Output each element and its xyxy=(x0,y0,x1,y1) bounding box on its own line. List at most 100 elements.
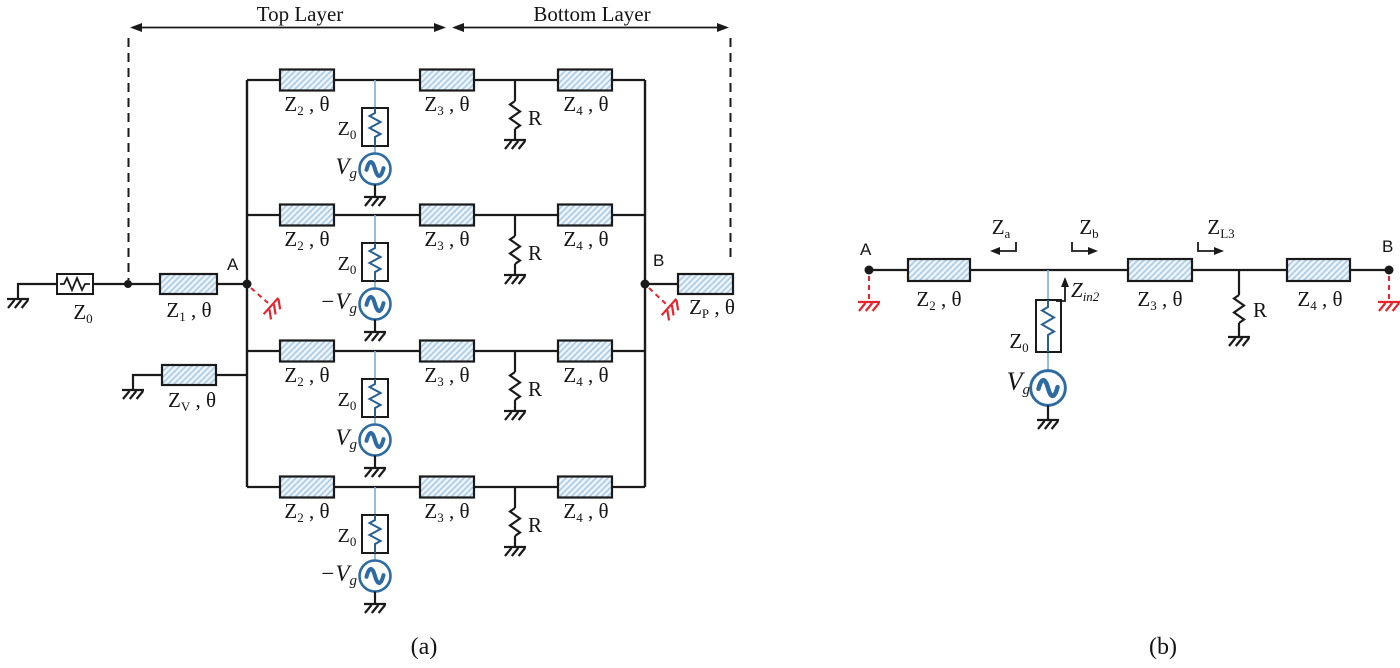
input-feed xyxy=(5,272,247,310)
label-z4: Z4 , θ xyxy=(563,227,609,253)
transmission-line-z3 xyxy=(418,203,476,227)
label-z3: Z3 , θ xyxy=(424,92,470,118)
label-z0: Z0 xyxy=(337,253,357,277)
ground-icon xyxy=(1226,335,1252,348)
ground-icon xyxy=(120,388,146,401)
source-impedance-z0-resistor xyxy=(56,273,94,295)
transmission-line-z4 xyxy=(556,475,614,499)
feed-impedance-z0 xyxy=(361,514,389,554)
label-r: R xyxy=(528,106,543,130)
figure-a xyxy=(5,23,735,615)
node-a-virtual-ground xyxy=(856,276,882,313)
node-b-label: B xyxy=(653,251,665,270)
branch-3 xyxy=(247,339,645,479)
load-resistor-r xyxy=(502,80,528,151)
feed-impedance-z0 xyxy=(361,378,389,418)
virtual-ground-icon xyxy=(856,300,882,313)
label-z0-input: Z0 xyxy=(73,300,93,326)
label-z2: Z2 , θ xyxy=(284,499,330,525)
transmission-line-zv xyxy=(160,363,218,387)
feed-junction-dot xyxy=(124,280,132,288)
label-source: Vg xyxy=(335,425,357,453)
ground-icon xyxy=(502,273,528,286)
impedance-arrow-zb xyxy=(1071,242,1098,255)
impedance-arrow-za xyxy=(990,242,1017,255)
virtual-ground-icon xyxy=(1376,300,1400,313)
transmission-line-z3 xyxy=(418,68,476,92)
figure-b xyxy=(856,242,1400,431)
transmission-line-z2 xyxy=(278,203,336,227)
label-source: −Vg xyxy=(319,289,357,317)
label-z2: Z2 , θ xyxy=(284,92,330,118)
label-z4: Z4 , θ xyxy=(563,499,609,525)
node-a-virtual-ground xyxy=(250,287,287,322)
ac-source-icon xyxy=(357,151,393,187)
label-z4: Z4 , θ xyxy=(563,363,609,389)
transmission-line-z3 xyxy=(418,339,476,363)
ground-icon xyxy=(362,330,388,343)
label-z4: Z4 , θ xyxy=(563,92,609,118)
bottom-layer-extent-arrow xyxy=(452,23,729,32)
ground-icon xyxy=(362,195,388,208)
transmission-line-z3 xyxy=(418,475,476,499)
top-layer-label: Top Layer xyxy=(256,2,344,26)
label-source: −Vg xyxy=(319,561,357,589)
ground-icon xyxy=(502,409,528,422)
transmission-line-z2 xyxy=(278,475,336,499)
feed-impedance-z0 xyxy=(361,107,389,147)
label-zp: ZP , θ xyxy=(689,295,735,321)
label-zv: ZV , θ xyxy=(167,388,217,414)
figure-a-caption: (a) xyxy=(410,634,438,660)
label-r: R xyxy=(528,513,543,537)
node-a-label: A xyxy=(227,255,239,274)
via-stub-zv xyxy=(120,363,247,401)
label-z4: Z4 , θ xyxy=(1297,287,1343,313)
label-r: R xyxy=(528,377,543,401)
ground-icon xyxy=(362,466,388,479)
branch-1 xyxy=(247,68,645,208)
label-z3: Z3 , θ xyxy=(424,363,470,389)
label-z2: Z2 , θ xyxy=(284,227,330,253)
label-z2: Z2 , θ xyxy=(916,287,962,313)
transmission-line-z4 xyxy=(1285,257,1352,283)
transmission-line-z2 xyxy=(278,68,336,92)
top-layer-extent-arrow xyxy=(130,23,446,32)
ground-icon xyxy=(502,545,528,558)
impedance-arrow-zl3 xyxy=(1197,242,1224,255)
feed-impedance-z0 xyxy=(1035,299,1062,353)
output-port xyxy=(645,272,735,296)
label-z3: Z3 , θ xyxy=(424,227,470,253)
ground-icon xyxy=(5,297,31,310)
node-a-dot xyxy=(864,265,874,275)
node-b-dot xyxy=(1384,265,1394,275)
transmission-line-z2 xyxy=(278,339,336,363)
label-z0: Z0 xyxy=(337,118,357,142)
ac-source-icon xyxy=(357,558,393,594)
impedance-arrow-zin2 xyxy=(1056,277,1069,302)
label-r: R xyxy=(528,241,543,265)
transmission-line-z1 xyxy=(158,272,219,296)
figure-b-caption: (b) xyxy=(1149,634,1177,660)
label-za: Za xyxy=(991,215,1011,241)
branch-4 xyxy=(247,475,645,615)
load-resistor-r xyxy=(502,487,528,558)
transmission-line-z4 xyxy=(556,203,614,227)
label-z0: Z0 xyxy=(1009,329,1029,355)
source-chain xyxy=(1031,270,1066,431)
transmission-line-z2 xyxy=(906,257,972,283)
load-resistor-r xyxy=(502,351,528,422)
label-z1: Z1 , θ xyxy=(166,298,212,324)
transmission-line-z4 xyxy=(556,339,614,363)
feed-impedance-z0 xyxy=(361,242,389,282)
branch-2 xyxy=(247,203,645,343)
node-b-label: B xyxy=(1382,237,1394,256)
transmission-line-zp xyxy=(676,272,735,296)
label-source: Vg xyxy=(335,154,357,182)
ac-source-icon xyxy=(1031,371,1066,406)
label-z2: Z2 , θ xyxy=(284,363,330,389)
label-r: R xyxy=(1253,298,1268,322)
label-z0: Z0 xyxy=(337,525,357,549)
label-zl3: ZL3 xyxy=(1207,215,1235,241)
